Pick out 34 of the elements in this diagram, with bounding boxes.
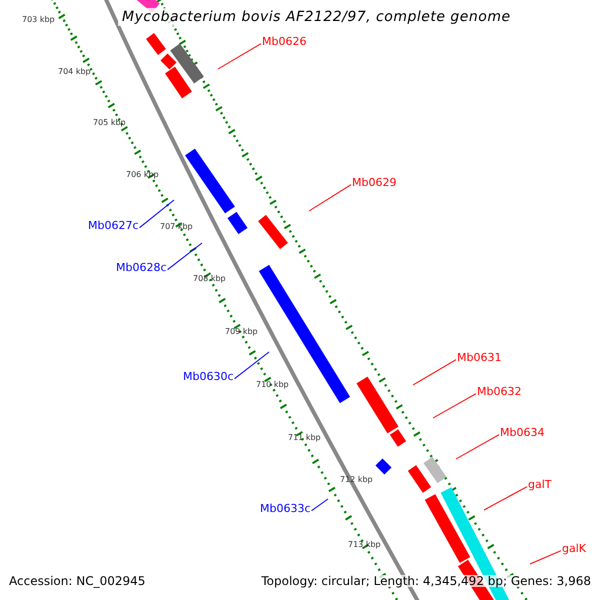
leader-line: [432, 393, 476, 418]
gene-label: galT: [528, 479, 552, 490]
gene-label: Mb0631: [457, 352, 502, 363]
gene-label: Mb0626: [262, 36, 306, 47]
leader-line: [412, 359, 456, 386]
gene-label: Mb0632: [477, 386, 522, 397]
tick-label: 710 kbp: [256, 381, 289, 389]
tick-label: 704 kbp: [58, 68, 91, 76]
gene-label: Mb0627c: [88, 220, 139, 231]
leader-line: [484, 486, 528, 510]
gene-label: Mb0634: [500, 427, 544, 438]
gene-label: galK: [562, 543, 586, 554]
tick-label: 711 kbp: [288, 434, 321, 442]
leader-line: [139, 200, 174, 228]
gene-label: Mb0629: [352, 177, 396, 188]
leader-line: [456, 434, 500, 460]
tick-label: 703 kbp: [22, 16, 55, 24]
gene-label: Mb0630c: [183, 371, 234, 382]
leader-line: [308, 184, 352, 212]
tick-label: 706 kbp: [126, 171, 159, 179]
tick-label: 709 kbp: [225, 328, 258, 336]
tick-label: 707 kbp: [160, 223, 193, 231]
tick-label: 708 kbp: [193, 275, 226, 283]
tick-label: 705 kbp: [93, 119, 126, 127]
gene-label: Mb0628c: [116, 262, 167, 273]
leader-line: [167, 242, 202, 270]
leader-line: [311, 498, 328, 512]
leader-line: [234, 352, 270, 380]
genome-summary: Topology: circular; Length: 4,345,492 bp; Genes: 3,968: [261, 575, 591, 587]
accession-note: Accession: NC_002945: [9, 575, 146, 587]
gene-label: Mb0633c: [260, 503, 311, 514]
leader-line: [218, 43, 262, 70]
leader-line: [530, 550, 562, 564]
tick-label: 713 kbp: [348, 541, 381, 549]
